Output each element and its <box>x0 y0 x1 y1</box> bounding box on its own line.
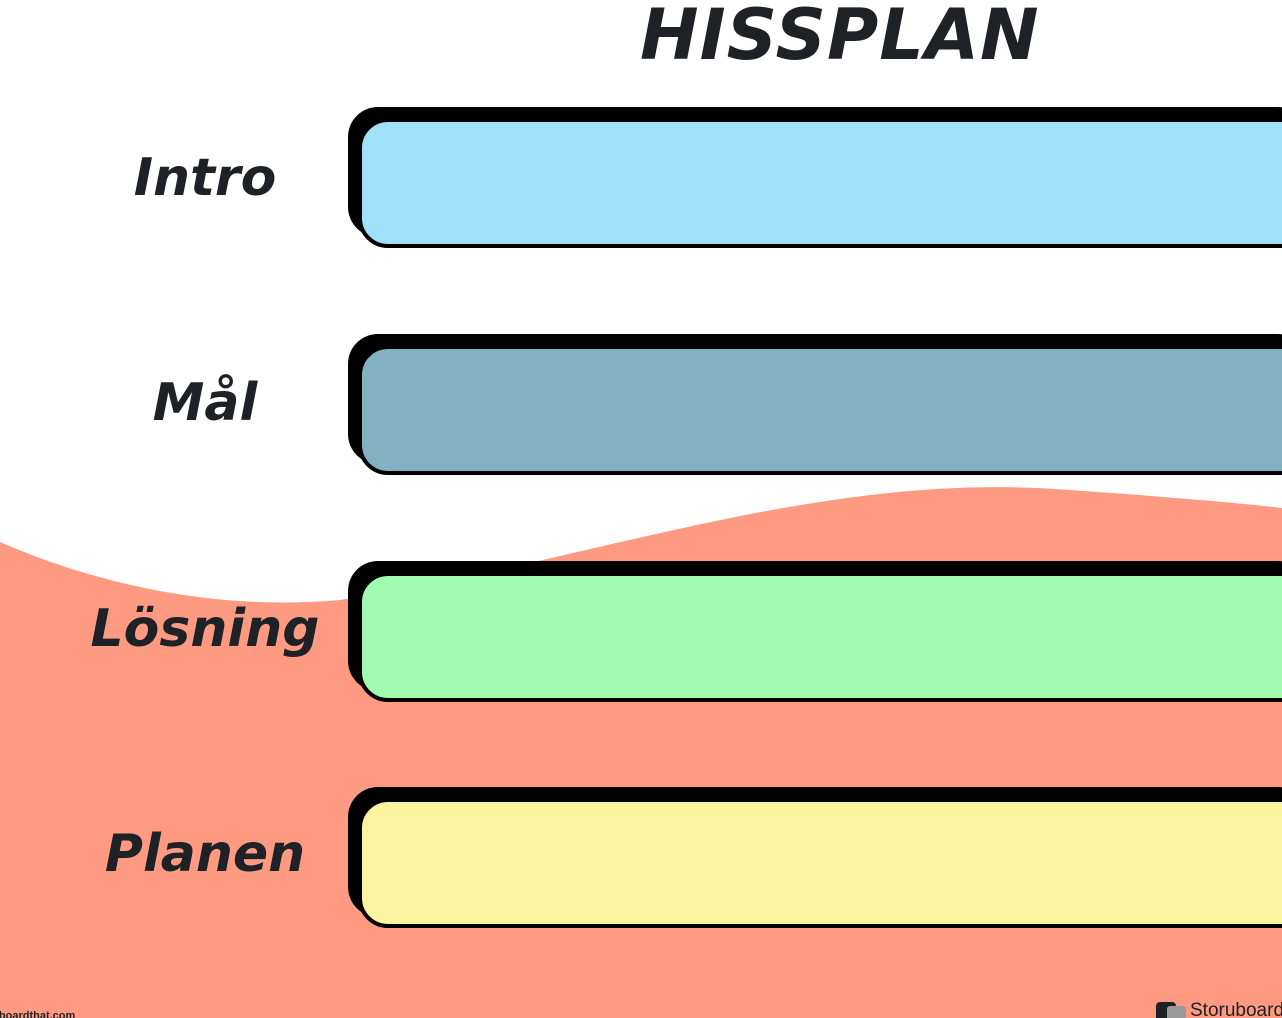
input-box-mal[interactable] <box>358 345 1282 475</box>
footer-url: storyboardthat.com <box>0 1010 76 1018</box>
storyboard-logo-icon <box>1156 1000 1186 1018</box>
input-box-intro[interactable] <box>358 118 1282 248</box>
input-box-planen[interactable] <box>358 798 1282 928</box>
page-title: HISSPLAN <box>640 0 1040 76</box>
row-label-mal: Mål <box>152 373 258 433</box>
row-label-intro: Intro <box>133 148 277 208</box>
row-label-planen: Planen <box>104 824 306 884</box>
row-label-losning: Lösning <box>90 599 320 659</box>
input-box-losning[interactable] <box>358 572 1282 702</box>
brand-name: Storuboard <box>1190 1000 1282 1018</box>
brand-logo: Storuboard <box>1156 1000 1282 1018</box>
